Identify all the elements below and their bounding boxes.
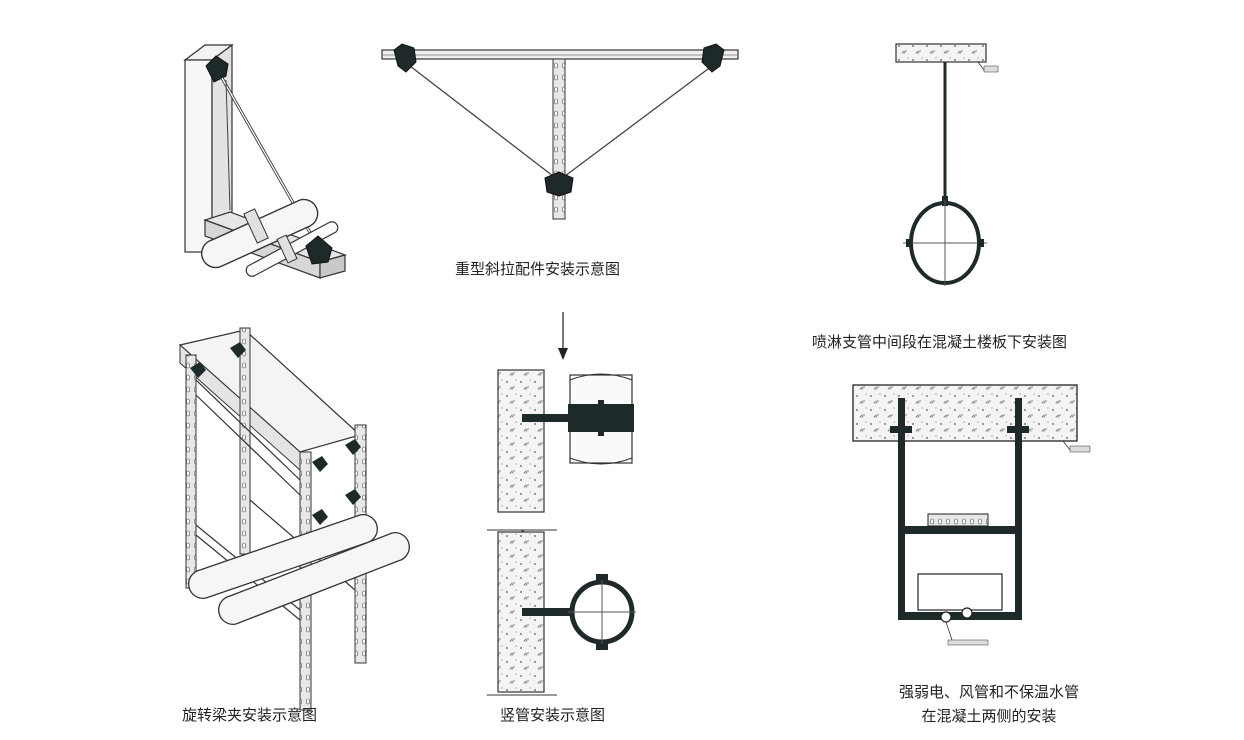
riser-diagram — [487, 312, 636, 696]
heavy-diagonal-fitting-diagram — [381, 43, 739, 220]
beam-clamp-icon — [345, 489, 361, 505]
top-clamp-icon — [205, 55, 229, 83]
beam-clamp-icon — [230, 342, 246, 358]
caption-rotating-beam-clamp: 旋转梁夹安装示意图 — [182, 706, 318, 724]
left-fitting-icon — [393, 43, 417, 73]
caption-duct-support: 强弱电、风管和不保温水管 在混凝土两侧的安装 — [858, 680, 1120, 728]
sprinkler-branch-diagram — [895, 43, 999, 286]
caption-sprinkler-branch: 喷淋支管中间段在混凝土楼板下安装图 — [812, 333, 1068, 351]
caption-heavy-diagonal: 重型斜拉配件安装示意图 — [455, 260, 621, 278]
center-fitting-icon — [544, 171, 574, 197]
beam-clamp-icon — [190, 362, 206, 378]
duct-support-diagram — [852, 384, 1091, 646]
beam-clamp-icon — [312, 509, 328, 525]
bottom-clamp-icon — [305, 235, 333, 265]
caption-duct-line2: 在混凝土两侧的安装 — [921, 707, 1057, 725]
caption-riser: 竖管安装示意图 — [500, 706, 606, 724]
beam-clamp-icon — [345, 439, 361, 455]
rotating-beam-clamp-diagram — [178, 327, 410, 711]
right-fitting-icon — [701, 43, 725, 73]
wall-bracket-diagonal-diagram — [183, 43, 347, 279]
arrow-down-icon — [558, 348, 568, 360]
caption-duct-line1: 强弱电、风管和不保温水管 — [898, 683, 1079, 701]
beam-clamp-icon — [312, 456, 328, 472]
